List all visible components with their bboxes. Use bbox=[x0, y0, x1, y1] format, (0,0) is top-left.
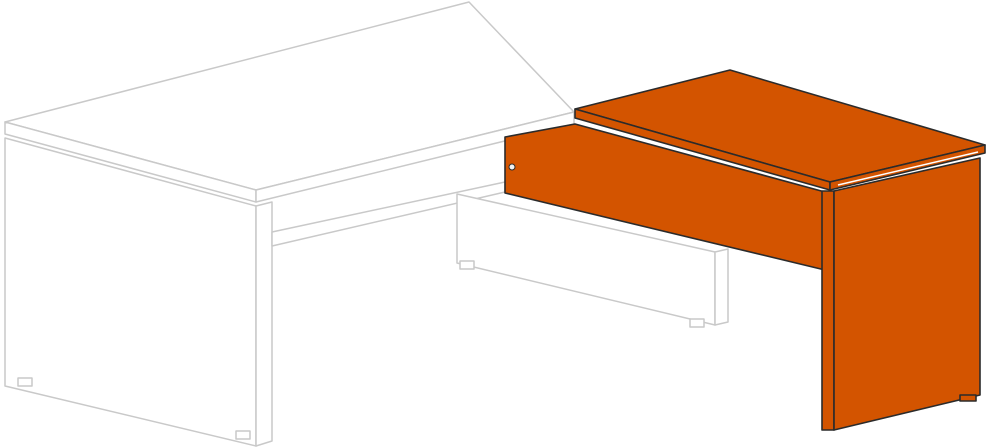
base-desk-left-foot-front bbox=[235, 430, 251, 440]
base-desk-right-leg-side bbox=[714, 248, 729, 326]
return-top bbox=[574, 69, 986, 191]
highlighted-return bbox=[504, 69, 986, 431]
return-leg-foot bbox=[959, 394, 977, 402]
return-leg-front bbox=[821, 190, 835, 431]
return-lock-icon bbox=[508, 163, 516, 171]
base-desk-left-foot-back bbox=[17, 377, 33, 387]
base-desk-right-foot-back bbox=[459, 260, 475, 270]
return-leg-side bbox=[833, 157, 981, 431]
base-desk-top bbox=[4, 1, 575, 203]
base-desk bbox=[4, 1, 729, 447]
base-desk-left-leg-side bbox=[255, 201, 273, 447]
return-top-right-edge bbox=[829, 144, 986, 191]
return-top-highlight-line bbox=[837, 151, 979, 186]
base-desk-right-leg bbox=[456, 193, 729, 328]
base-desk-right-foot-front bbox=[689, 318, 705, 328]
return-leg bbox=[821, 157, 981, 431]
base-desk-left-leg bbox=[4, 137, 273, 447]
